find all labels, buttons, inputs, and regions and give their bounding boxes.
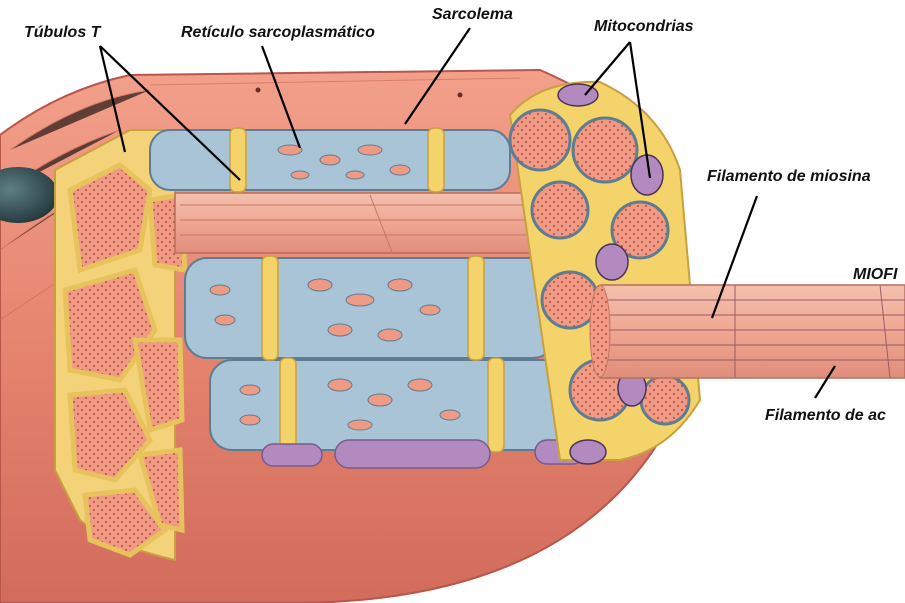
label-sarcolema: Sarcolema — [432, 6, 513, 23]
label-filamento-miosina: Filamento de miosina — [707, 168, 871, 185]
label-filamento-actina: Filamento de ac — [765, 407, 886, 424]
myofibril-bundles — [149, 127, 586, 469]
label-reticulo-sarcoplasmatico: Retículo sarcoplasmático — [181, 24, 375, 41]
extended-myofibril — [589, 284, 905, 379]
label-miofibrilla: MIOFI — [853, 266, 898, 283]
cross-section-face — [54, 129, 188, 562]
leader-lines — [98, 27, 836, 399]
nucleus — [0, 167, 58, 223]
label-tubulos-t: Túbulos T — [24, 24, 101, 41]
fiber-end-face — [508, 80, 702, 465]
label-mitocondrias: Mitocondrias — [594, 18, 694, 35]
